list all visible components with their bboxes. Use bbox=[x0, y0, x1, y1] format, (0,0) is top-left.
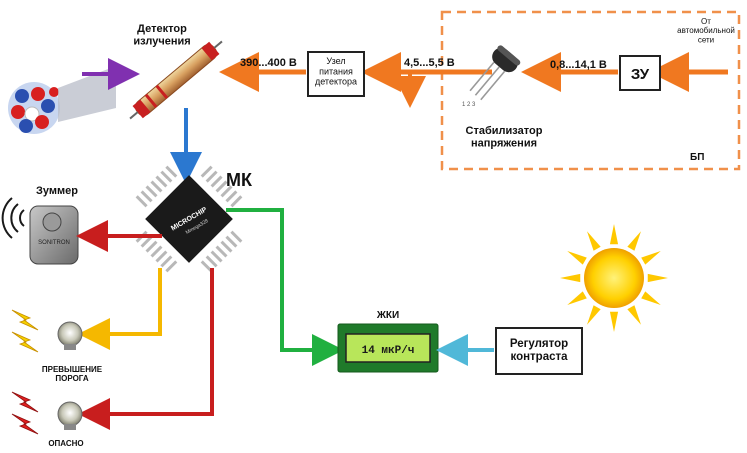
mcu-chip bbox=[135, 165, 243, 273]
chip-pin bbox=[230, 195, 243, 208]
chip-pin bbox=[165, 260, 178, 273]
sun-ray bbox=[560, 273, 581, 283]
sun-ray bbox=[641, 251, 661, 265]
danger-lamp-icon bbox=[57, 401, 83, 430]
chip-pin bbox=[205, 170, 218, 183]
chip-pin bbox=[230, 230, 243, 243]
danger-lightning-icon bbox=[11, 391, 39, 435]
chip-pin bbox=[215, 245, 228, 258]
lcd-screen bbox=[345, 333, 431, 363]
chip-pin bbox=[160, 170, 173, 183]
chip-pin bbox=[210, 250, 223, 263]
chip-pin bbox=[200, 165, 213, 178]
radiation-beam bbox=[58, 66, 116, 122]
mcu-label: МК bbox=[226, 170, 253, 190]
chip-pin bbox=[140, 235, 153, 248]
sun-ray bbox=[567, 251, 587, 265]
chip-pin bbox=[145, 185, 158, 198]
sun-icon bbox=[560, 224, 668, 332]
hv-supply-box bbox=[307, 51, 365, 97]
chip-pin bbox=[150, 245, 163, 258]
sun-ray bbox=[567, 291, 587, 305]
threshold-lightning-icon bbox=[11, 309, 39, 353]
in-voltage-label: 0,8...14,1 В bbox=[550, 59, 607, 71]
chip-pin bbox=[150, 180, 163, 193]
chip-pin bbox=[225, 235, 238, 248]
mid-voltage-label: 4,5...5,5 В bbox=[404, 57, 455, 69]
sun-ray bbox=[627, 305, 641, 325]
chip-pin bbox=[220, 185, 233, 198]
chip-pin bbox=[155, 175, 168, 188]
radiation-source-icon bbox=[8, 82, 60, 134]
chip-pin bbox=[215, 180, 228, 193]
chip-pin bbox=[165, 165, 178, 178]
chip-pin bbox=[145, 240, 158, 253]
chip-pin bbox=[205, 255, 218, 268]
stabilizer-transistor-icon bbox=[469, 45, 521, 101]
hv-voltage-label: 390...400 В bbox=[240, 57, 297, 69]
threshold-lamp-icon bbox=[57, 321, 83, 350]
charger-box bbox=[619, 55, 661, 91]
danger-label: ОПАСНО bbox=[48, 439, 83, 448]
chip-pin bbox=[155, 250, 168, 263]
lcd-reading: 14 мкР/ч bbox=[362, 345, 415, 357]
psu-group-label: БП bbox=[690, 152, 704, 163]
sun-ray bbox=[587, 231, 601, 251]
arrow-mcu-to-threshold-lamp bbox=[78, 268, 162, 350]
chip-pin bbox=[220, 240, 233, 253]
arrow-mcu-to-danger-lamp bbox=[78, 268, 214, 430]
chip-pin bbox=[210, 175, 223, 188]
chip-pin bbox=[135, 195, 148, 208]
contrast-box bbox=[495, 327, 583, 375]
geiger-tube-icon bbox=[129, 40, 223, 120]
sound-waves-icon bbox=[1, 197, 25, 239]
charger-label: ЗУ bbox=[631, 66, 650, 83]
sun-ray bbox=[627, 231, 641, 251]
lcd-title: ЖКИ bbox=[376, 310, 399, 321]
buzzer-label: Зуммер bbox=[36, 185, 78, 197]
buzzer-icon bbox=[29, 205, 79, 265]
sun-ray bbox=[641, 291, 661, 305]
chip-pin bbox=[200, 260, 213, 273]
sun-ray bbox=[647, 273, 668, 283]
sun-ray bbox=[609, 311, 619, 332]
chip-pin bbox=[140, 190, 153, 203]
sun-ray bbox=[587, 305, 601, 325]
chip-pin bbox=[225, 190, 238, 203]
chip-pin bbox=[160, 255, 173, 268]
arrow-mcu-to-lcd bbox=[226, 208, 344, 366]
sun-ray bbox=[609, 224, 619, 245]
psu-group-frame bbox=[440, 10, 741, 171]
transistor-pin-labels: 1 2 3 bbox=[462, 102, 476, 108]
buzzer-brand: SONITRON bbox=[38, 240, 70, 246]
